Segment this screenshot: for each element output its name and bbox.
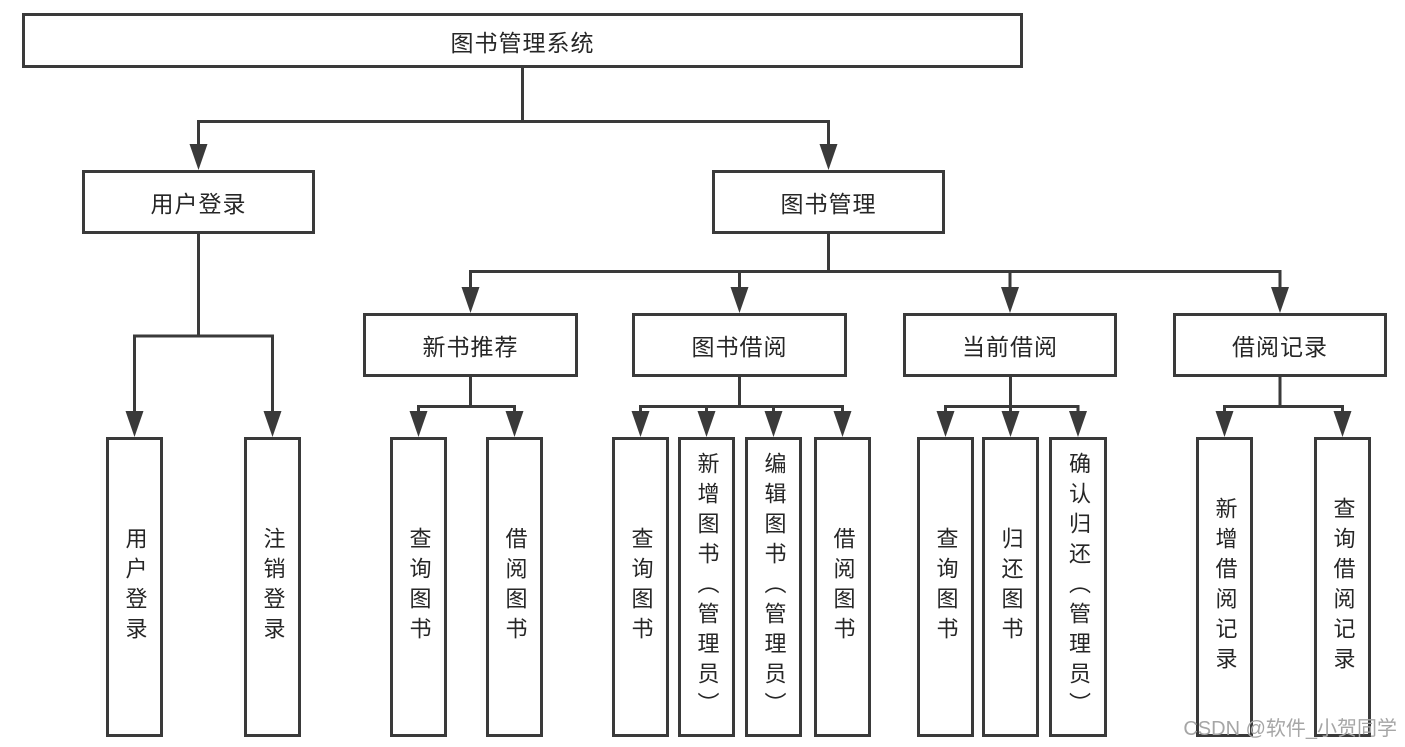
arrowhead bbox=[936, 411, 955, 437]
arrowhead bbox=[1001, 411, 1020, 437]
arrowhead bbox=[1215, 411, 1234, 437]
arrowhead bbox=[819, 144, 838, 170]
connector bbox=[417, 377, 472, 416]
connector bbox=[521, 68, 830, 150]
leaf-current-confirm-return-admin-label: 确认归还（管理员） bbox=[1066, 452, 1091, 722]
connector bbox=[1223, 377, 1282, 416]
connector bbox=[1009, 377, 1080, 416]
connector bbox=[639, 377, 741, 416]
arrowhead bbox=[631, 411, 650, 437]
leaf-current-query-books: 查询图书 bbox=[917, 437, 974, 737]
leaf-record-add: 新增借阅记录 bbox=[1196, 437, 1253, 737]
connector bbox=[827, 234, 1282, 292]
connector bbox=[738, 234, 830, 292]
arrowhead bbox=[125, 411, 144, 437]
leaf-borrow-add-books-admin: 新增图书（管理员） bbox=[678, 437, 735, 737]
arrowhead bbox=[189, 144, 208, 170]
node-current-borrow-label: 当前借阅 bbox=[962, 334, 1058, 360]
leaf-record-query: 查询借阅记录 bbox=[1314, 437, 1371, 737]
csdn-watermark: CSDN @软件_小贺同学 bbox=[1183, 718, 1397, 740]
arrowhead bbox=[1271, 287, 1289, 313]
leaf-record-add-label: 新增借阅记录 bbox=[1212, 497, 1238, 677]
connector bbox=[133, 234, 200, 416]
connector bbox=[197, 234, 274, 416]
node-new-book-recommend-label: 新书推荐 bbox=[422, 334, 519, 360]
leaf-recommend-borrow-books-label: 借阅图书 bbox=[502, 527, 528, 647]
leaf-borrow-add-books-admin-label: 新增图书（管理员） bbox=[694, 452, 720, 722]
node-user-login: 用户登录 bbox=[82, 170, 315, 234]
node-book-management: 图书管理 bbox=[712, 170, 945, 234]
leaf-recommend-query-books-label: 查询图书 bbox=[406, 527, 432, 647]
leaf-borrow-query-books-label: 查询图书 bbox=[628, 527, 654, 647]
leaf-record-query-label: 查询借阅记录 bbox=[1330, 497, 1356, 677]
leaf-user-login-label: 用户登录 bbox=[122, 527, 148, 647]
leaf-borrow-query-books: 查询图书 bbox=[612, 437, 669, 737]
leaf-borrow-borrow-books-label: 借阅图书 bbox=[830, 527, 856, 647]
leaf-borrow-edit-books-admin: 编辑图书（管理员） bbox=[745, 437, 802, 737]
node-book-management-label: 图书管理 bbox=[780, 191, 877, 217]
leaf-recommend-query-books: 查询图书 bbox=[390, 437, 447, 737]
arrowhead bbox=[1001, 287, 1019, 313]
leaf-current-confirm-return-admin: 确认归还（管理员） bbox=[1049, 437, 1107, 737]
connector bbox=[705, 377, 741, 416]
arrowhead bbox=[263, 411, 282, 437]
connector bbox=[1278, 377, 1344, 416]
node-borrow-record: 借阅记录 bbox=[1173, 313, 1387, 377]
connector bbox=[944, 377, 1012, 416]
leaf-current-return-books: 归还图书 bbox=[982, 437, 1039, 737]
leaf-recommend-borrow-books: 借阅图书 bbox=[486, 437, 543, 737]
connector bbox=[827, 234, 1012, 292]
connector bbox=[469, 377, 516, 416]
arrowhead bbox=[833, 411, 852, 437]
arrowhead bbox=[1069, 411, 1087, 437]
node-root: 图书管理系统 bbox=[22, 13, 1023, 68]
arrowhead bbox=[764, 411, 783, 437]
node-new-book-recommend: 新书推荐 bbox=[363, 313, 578, 377]
leaf-borrow-edit-books-admin-label: 编辑图书（管理员） bbox=[761, 452, 787, 722]
connector bbox=[469, 234, 830, 292]
arrowhead bbox=[1333, 411, 1352, 437]
leaf-borrow-borrow-books: 借阅图书 bbox=[814, 437, 871, 737]
leaf-logout-login: 注销登录 bbox=[244, 437, 301, 737]
node-current-borrow: 当前借阅 bbox=[903, 313, 1117, 377]
node-borrow-record-label: 借阅记录 bbox=[1232, 334, 1328, 360]
arrowhead bbox=[697, 411, 716, 437]
node-book-borrow: 图书借阅 bbox=[632, 313, 847, 377]
node-user-login-label: 用户登录 bbox=[150, 191, 247, 217]
connector bbox=[197, 68, 524, 150]
leaf-user-login: 用户登录 bbox=[106, 437, 163, 737]
arrowhead bbox=[505, 411, 524, 437]
connector bbox=[738, 377, 775, 416]
arrowhead bbox=[730, 287, 749, 313]
leaf-logout-login-label: 注销登录 bbox=[260, 527, 286, 647]
node-book-borrow-label: 图书借阅 bbox=[691, 334, 788, 360]
leaf-current-return-books-label: 归还图书 bbox=[998, 527, 1024, 647]
connector bbox=[738, 377, 844, 416]
leaf-current-query-books-label: 查询图书 bbox=[933, 527, 959, 647]
arrowhead bbox=[409, 411, 428, 437]
arrowhead bbox=[461, 287, 480, 313]
node-root-label: 图书管理系统 bbox=[450, 29, 595, 56]
